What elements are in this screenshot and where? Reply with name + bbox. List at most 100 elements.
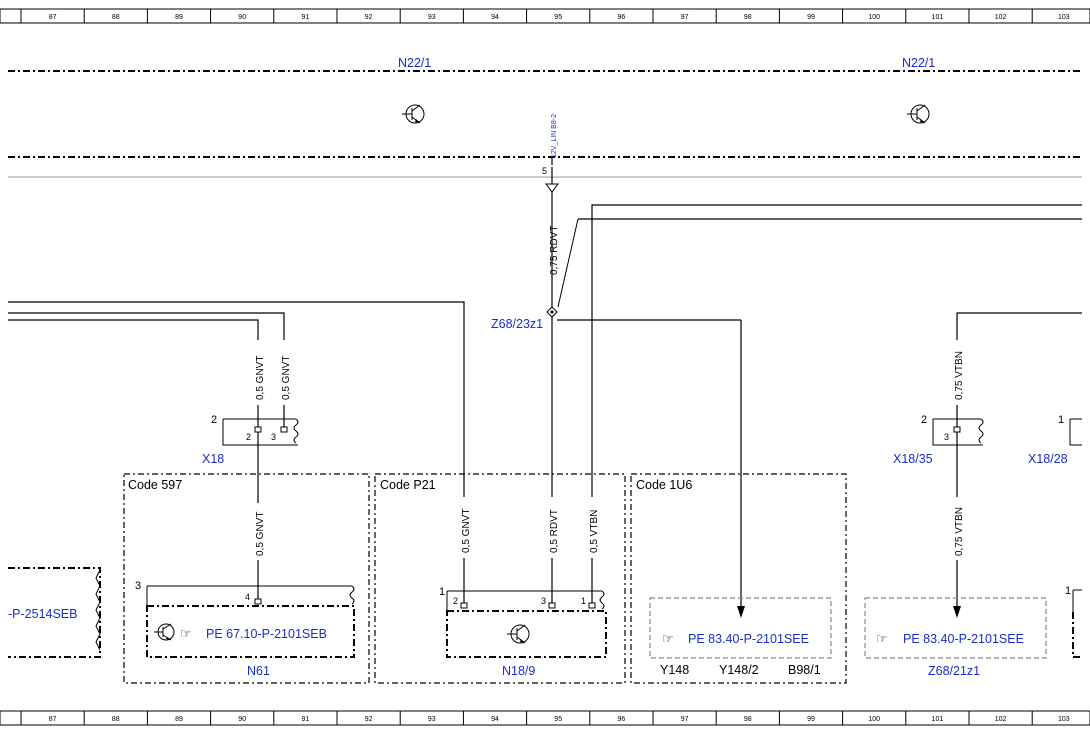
ruler-column-label: 99	[807, 716, 815, 723]
ruler-column-label: 97	[681, 14, 689, 21]
svg-text:1: 1	[1065, 585, 1071, 597]
ruler-column-label: 101	[932, 716, 944, 723]
svg-text:Y148/2: Y148/2	[719, 663, 759, 677]
n22-1-right-label[interactable]: N22/1	[902, 56, 935, 70]
svg-text:2: 2	[921, 414, 927, 426]
ruler-column-label: 103	[1058, 716, 1070, 723]
ruler-column-label: 102	[995, 716, 1007, 723]
ruler-column-label: 99	[807, 14, 815, 21]
pointing-hand-icon: ☞	[662, 631, 674, 646]
ruler-column-label: 92	[365, 716, 373, 723]
pin-5-label: 5	[542, 166, 547, 176]
ruler-column-label: 100	[868, 716, 880, 723]
connector-x18-28: 1 X18/28	[1028, 414, 1082, 466]
ruler-column-label: 90	[238, 14, 246, 21]
ruler-column-label: 87	[49, 716, 57, 723]
top-ruler: 87 88 89 90 91 92 93 94 95 96 97 98 99 100 101 102 103	[0, 8, 1090, 24]
ruler-column-label: 88	[112, 716, 120, 723]
svg-text:Y148: Y148	[660, 663, 689, 677]
rdvt-main-wire: 5 0,75 RDVT Z68/23z1 0,5 RDVT	[491, 157, 745, 618]
pointing-hand-icon: ☞	[876, 631, 888, 646]
svg-text:2: 2	[246, 432, 251, 442]
x18-35-label[interactable]: X18/35	[893, 452, 933, 466]
pointing-hand-icon: ☞	[180, 626, 192, 641]
wire-label-05-gnvt-b: 0,5 GNVT	[281, 356, 292, 400]
svg-text:Code P21: Code P21	[380, 478, 436, 492]
svg-text:Code 597: Code 597	[128, 478, 182, 492]
n18-9-label[interactable]: N18/9	[502, 664, 535, 678]
z68-23z1-label[interactable]: Z68/23z1	[491, 317, 543, 331]
wire-label-05-gnvt-d: 0,5 GNVT	[255, 512, 266, 556]
ruler-column-label: 97	[681, 716, 689, 723]
ruler-column-label: 102	[995, 14, 1007, 21]
wire-label-05-vtbn: 0,5 VTBN	[589, 510, 600, 553]
ruler-column-label: 96	[618, 14, 626, 21]
wire-label-05-gnvt-c: 0,5 GNVT	[461, 509, 472, 553]
lin-bus-label[interactable]: 12V_LIN B8-2	[551, 114, 558, 158]
ruler-column-label: 88	[112, 14, 120, 21]
pe-8340-link-a[interactable]: PE 83.40-P-2101SEE	[688, 632, 809, 646]
wire-label-075-rdvt: 0,75 RDVT	[549, 226, 560, 275]
z68-21z1-label[interactable]: Z68/21z1	[928, 664, 980, 678]
svg-text:1: 1	[1058, 414, 1064, 426]
x18-label[interactable]: X18	[202, 452, 224, 466]
ruler-column-label: 91	[302, 716, 310, 723]
svg-text:3: 3	[541, 596, 546, 606]
wire-label-075-vtbn-top: 0,75 VTBN	[954, 351, 965, 400]
transistor-icon	[402, 104, 425, 124]
svg-text:3: 3	[271, 432, 276, 442]
z68-21z1-block: ☞ PE 83.40-P-2101SEE Z68/21z1	[864, 597, 1047, 678]
code-597-block: Code 597 0,5 GNVT 3 4 ☞ PE 67.10-P-2101S…	[123, 473, 370, 684]
ruler-column-label: 94	[491, 716, 499, 723]
ruler-column-label: 95	[554, 716, 562, 723]
ruler-column-label: 90	[238, 716, 246, 723]
svg-text:1: 1	[581, 596, 586, 606]
bottom-ruler: 87 88 89 90 91 92 93 94 95 96 97 98 99 100 101 102 103	[0, 710, 1090, 726]
svg-text:2: 2	[211, 414, 217, 426]
ruler-column-label: 89	[175, 716, 183, 723]
pe-8340-link-b[interactable]: PE 83.40-P-2101SEE	[903, 632, 1024, 646]
ruler-column-label: 98	[744, 716, 752, 723]
svg-text:Code 1U6: Code 1U6	[636, 478, 692, 492]
code-1u6-block: Code 1U6 ☞ PE 83.40-P-2101SEE Y148 Y148/…	[630, 473, 847, 684]
ruler-column-label: 94	[491, 14, 499, 21]
ruler-column-label: 91	[302, 14, 310, 21]
connector-x18-35: 0,75 VTBN 2 3 X18/35 0,75 VTBN	[893, 312, 1082, 618]
x18-28-label[interactable]: X18/28	[1028, 452, 1068, 466]
svg-text:B98/1: B98/1	[788, 663, 821, 677]
ruler-column-label: 89	[175, 14, 183, 21]
right-long-wires: 0,5 VTBN	[557, 204, 1082, 603]
svg-text:4: 4	[245, 592, 250, 602]
left-wires: 0,5 GNVT 0,5 GNVT 0,5 GNVT	[8, 301, 472, 603]
ruler-column-label: 101	[932, 14, 944, 21]
connector-x18: 2 2 3 X18	[202, 414, 299, 503]
n61-label[interactable]: N61	[247, 664, 270, 678]
right-partial-block: 1	[1065, 585, 1082, 658]
left-partial-block: -P-2514SEB	[8, 567, 101, 658]
svg-text:1: 1	[439, 586, 445, 598]
svg-text:3: 3	[135, 580, 141, 592]
ruler-column-label: 93	[428, 716, 436, 723]
svg-text:3: 3	[944, 432, 949, 442]
transistor-icon	[154, 623, 175, 641]
code-p21-block: Code P21 1 2 3 1 N18/9	[374, 473, 626, 684]
ruler-column-label: 96	[618, 716, 626, 723]
ruler-column-label: 87	[49, 14, 57, 21]
wire-label-075-vtbn-bot: 0,75 VTBN	[954, 507, 965, 556]
ruler-column-label: 100	[868, 14, 880, 21]
left-reference-link[interactable]: -P-2514SEB	[8, 607, 77, 621]
svg-text:2: 2	[453, 596, 458, 606]
n61-reference-link[interactable]: PE 67.10-P-2101SEB	[206, 627, 327, 641]
wire-label-05-rdvt: 0,5 RDVT	[549, 509, 560, 553]
ruler-column-label: 95	[554, 14, 562, 21]
n22-1-left-label[interactable]: N22/1	[398, 56, 431, 70]
ruler-column-label: 98	[744, 14, 752, 21]
transistor-icon	[907, 104, 930, 124]
wire-label-05-gnvt-a: 0,5 GNVT	[255, 356, 266, 400]
ruler-column-label: 103	[1058, 14, 1070, 21]
transistor-icon	[507, 624, 530, 644]
n22-1-module-band: N22/1 N22/1 12V_LIN B8-2	[8, 56, 1082, 178]
ruler-column-label: 92	[365, 14, 373, 21]
ruler-column-label: 93	[428, 14, 436, 21]
